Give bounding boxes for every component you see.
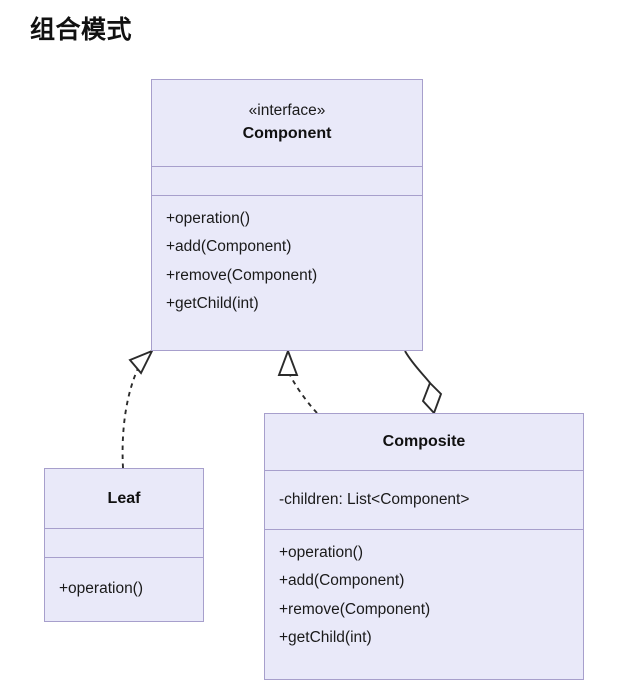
class-member: +remove(Component) [279, 600, 431, 618]
uml-class-component[interactable]: «interface» Component +operation() +add(… [151, 79, 423, 351]
class-attributes-component [152, 166, 422, 195]
class-methods-composite: +operation() +add(Component) +remove(Com… [265, 529, 583, 679]
class-attributes-leaf [45, 528, 203, 557]
class-member: +operation() [166, 210, 251, 227]
class-name: Leaf [107, 489, 141, 507]
class-member: +remove(Component) [166, 266, 318, 284]
class-header-composite: Composite [265, 414, 583, 470]
uml-class-composite[interactable]: Composite -children: List<Component> +op… [264, 413, 584, 680]
page-title: 组合模式 [30, 16, 133, 44]
class-member: +add(Component) [279, 572, 405, 590]
class-name: Component [242, 125, 332, 143]
class-methods-component: +operation() +add(Component) +remove(Com… [152, 195, 422, 350]
class-stereotype: «interface» [248, 101, 326, 119]
class-member: +getChild(int) [166, 295, 259, 313]
class-member: +getChild(int) [279, 629, 372, 647]
class-member: +add(Component) [166, 238, 292, 256]
relation-composite-realizes-component [277, 348, 318, 414]
relation-leaf-realizes-component [121, 349, 154, 469]
class-member: +operation() [59, 580, 144, 598]
class-attributes-composite: -children: List<Component> [265, 470, 583, 529]
uml-class-leaf[interactable]: Leaf +operation() [44, 468, 204, 622]
class-member: +operation() [279, 544, 364, 561]
class-header-component: «interface» Component [152, 80, 422, 166]
class-header-leaf: Leaf [45, 469, 203, 528]
class-name: Composite [382, 433, 466, 450]
relation-component-aggregation-composite [404, 350, 443, 415]
class-methods-leaf: +operation() [45, 557, 203, 621]
class-member: -children: List<Component> [279, 490, 470, 508]
